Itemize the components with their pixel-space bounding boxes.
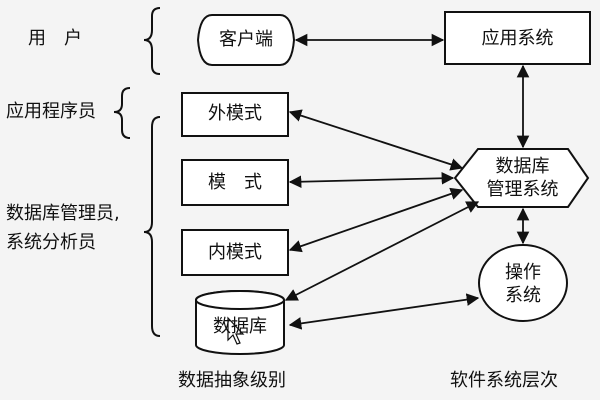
arrow-schema-dbms bbox=[288, 171, 455, 189]
internal-schema-box bbox=[181, 229, 289, 276]
external-schema-label: 外模式 bbox=[208, 103, 262, 124]
label-user: 用 户 bbox=[28, 28, 82, 49]
external-schema-box bbox=[181, 92, 289, 137]
arrow-database-os bbox=[288, 293, 480, 330]
label-app-programmer: 应用程序员 bbox=[6, 101, 96, 122]
dbms-label-line2: 管理系统 bbox=[486, 179, 559, 200]
os-label-line2: 系统 bbox=[505, 285, 541, 306]
brace-dba bbox=[143, 116, 161, 337]
dbms-label-line1: 数据库 bbox=[495, 156, 550, 177]
os-circle bbox=[478, 244, 568, 322]
label-system-analyst: 系统分析员 bbox=[6, 232, 96, 253]
internal-schema-label: 内模式 bbox=[208, 242, 262, 263]
mouse-cursor-icon bbox=[227, 316, 245, 345]
database-label: 数据库 bbox=[213, 316, 267, 337]
schema-box bbox=[181, 159, 289, 206]
app-system-box bbox=[444, 11, 591, 65]
label-dba: 数据库管理员, bbox=[6, 203, 120, 224]
caption-software-layers: 软件系统层次 bbox=[450, 370, 558, 391]
brace-user bbox=[143, 7, 161, 75]
client-shape bbox=[196, 14, 296, 66]
client-label: 客户端 bbox=[219, 29, 273, 50]
schema-label: 模 式 bbox=[208, 172, 262, 193]
arrow-internal-dbms bbox=[288, 187, 464, 253]
brace-app-programmer bbox=[113, 87, 131, 139]
app-system-label: 应用系统 bbox=[481, 28, 554, 49]
caption-abstraction-levels: 数据抽象级别 bbox=[178, 370, 286, 391]
arrow-external-dbms bbox=[288, 109, 464, 171]
arrow-database-dbms bbox=[284, 201, 480, 301]
os-label-line1: 操作 bbox=[505, 262, 541, 283]
